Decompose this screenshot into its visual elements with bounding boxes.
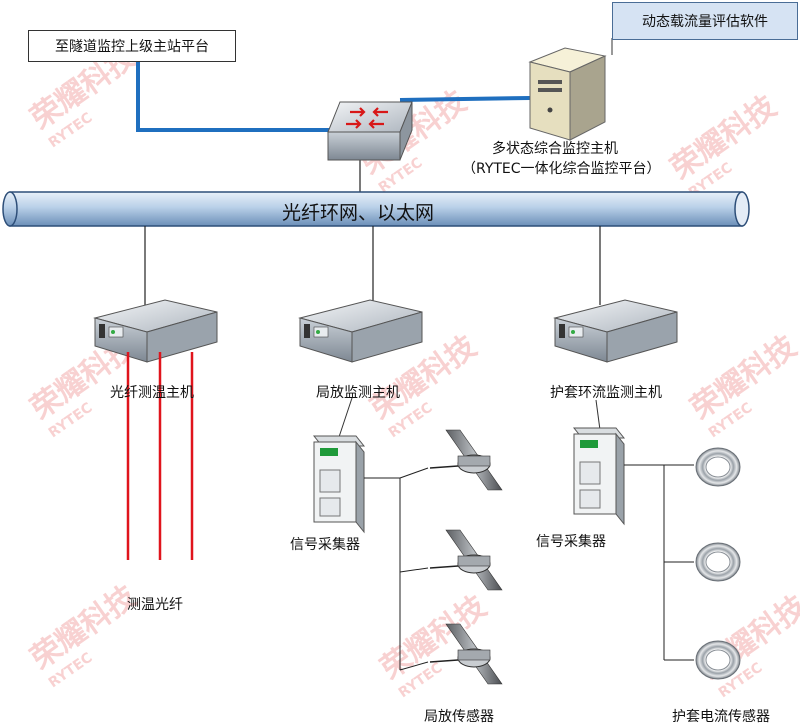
sheath-sensor-3-icon xyxy=(695,640,741,680)
sheath-sensor-2-icon xyxy=(695,542,741,582)
sheath-host-label: 护套环流监测主机 xyxy=(550,385,662,401)
pd-host-device-icon xyxy=(298,299,423,363)
uplink-line xyxy=(136,62,330,132)
sheath-sensor-bus xyxy=(624,464,665,660)
fiber-ring-pipe xyxy=(2,191,750,227)
sheath-collector-link xyxy=(595,399,601,431)
sheath-collector-label: 信号采集器 xyxy=(536,534,606,550)
sheath-sensor-label: 护套电流传感器 xyxy=(672,709,770,725)
server-tower-icon xyxy=(528,47,607,141)
pd-signal-collector-icon xyxy=(312,435,366,534)
network-switch-icon xyxy=(327,101,413,161)
pd-sensor-2-icon xyxy=(429,529,503,591)
fiber-label: 测温光纤 xyxy=(127,597,183,613)
upper-platform-box: 至隧道监控上级主站平台 xyxy=(28,30,236,62)
host-name-label: 多状态综合监控主机 xyxy=(492,141,618,157)
host-subtitle-label: （RYTEC一体化综合监控平台） xyxy=(462,161,661,177)
temp-host-device-icon xyxy=(93,299,218,363)
pd-sensor-bus xyxy=(364,477,401,670)
pd-sensor-1-icon xyxy=(429,429,503,491)
pd-collector-label: 信号采集器 xyxy=(290,537,360,553)
sheath-signal-collector-icon xyxy=(572,427,626,526)
temp-host-label: 光纤测温主机 xyxy=(110,385,194,401)
pd-sensor-3-icon xyxy=(429,623,503,685)
pd-host-label: 局放监测主机 xyxy=(316,385,400,401)
ring-network-label: 光纤环网、以太网 xyxy=(282,202,435,224)
software-link-line xyxy=(399,96,531,102)
software-box: 动态载流量评估软件 xyxy=(612,2,798,40)
sheath-sensor-1-icon xyxy=(695,447,741,487)
pd-collector-link xyxy=(337,397,353,441)
sheath-host-device-icon xyxy=(553,299,678,363)
pd-sensor-label: 局放传感器 xyxy=(424,709,494,725)
